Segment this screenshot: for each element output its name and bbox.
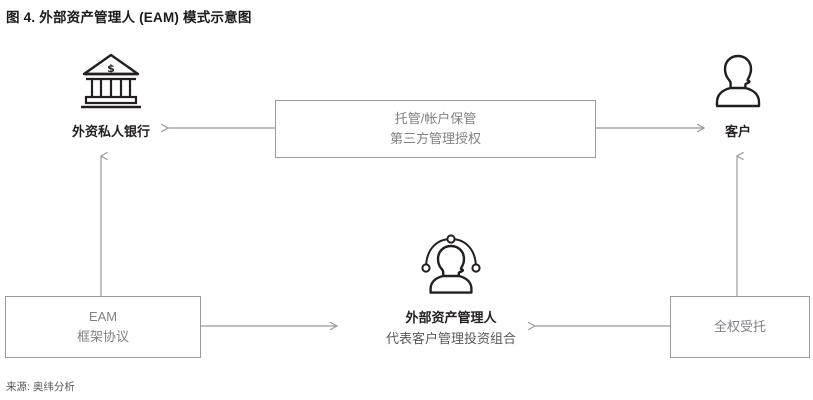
svg-text:$: $ xyxy=(107,62,115,75)
bank-node: $ 外资私人银行 xyxy=(36,52,186,140)
eam-agreement-box-line-2: 框架协议 xyxy=(76,329,129,344)
custody-box: 托管/帐户保管 第三方管理授权 xyxy=(275,100,596,158)
mandate-box: 全权受托 xyxy=(670,296,810,358)
person-icon xyxy=(709,52,767,115)
client-node: 客户 xyxy=(676,52,800,140)
bank-building-icon: $ xyxy=(80,52,142,115)
custody-box-line-2: 第三方管理授权 xyxy=(389,131,481,146)
source-note: 来源: 奥纬分析 xyxy=(6,381,75,393)
figure-title: 图 4. 外部资产管理人 (EAM) 模式示意图 xyxy=(6,10,252,25)
eam-manager-node: 外部资产管理人 代表客户管理投资组合 xyxy=(346,234,556,347)
client-label: 客户 xyxy=(724,124,751,139)
eam-manager-label-secondary: 代表客户管理投资组合 xyxy=(385,331,516,346)
eam-agreement-box-line-1: EAM xyxy=(88,308,118,324)
custody-box-line-1: 托管/帐户保管 xyxy=(394,110,477,126)
eam-agreement-box: EAM 框架协议 xyxy=(5,296,201,358)
bank-label: 外资私人银行 xyxy=(71,124,150,139)
person-network-icon xyxy=(414,234,488,301)
mandate-box-line-1: 全权受托 xyxy=(713,318,766,334)
eam-manager-label-primary: 外部资产管理人 xyxy=(405,310,497,325)
